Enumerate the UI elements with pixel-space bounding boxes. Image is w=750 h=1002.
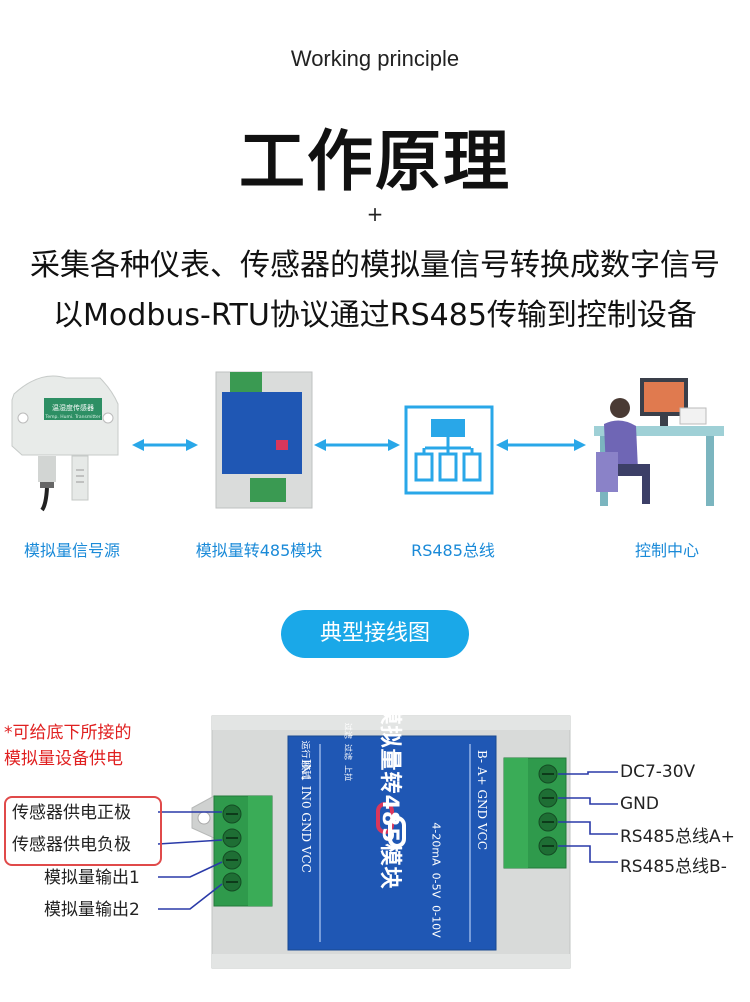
flow-arrow-1 <box>132 439 198 451</box>
label-analog-output-1: 模拟量输出1 <box>44 868 140 888</box>
label-dc-power: DC7-30V <box>620 762 696 782</box>
page-title: 工作原理 <box>239 123 511 200</box>
wiring-diagram <box>157 715 618 969</box>
wiring-diagram-title: 典型接线图 <box>281 610 469 658</box>
bus-icon <box>404 405 494 495</box>
label-gnd: GND <box>620 794 659 814</box>
label-rs485-a: RS485总线A+ <box>620 827 735 847</box>
power-highlight-box <box>4 796 162 866</box>
status-run-label: 运行 <box>299 740 310 759</box>
flow-label-source: 模拟量信号源 <box>23 541 120 560</box>
plus-sign: + <box>366 202 384 226</box>
power-note-line-1: *可给底下所接的 <box>4 723 132 743</box>
description-line-2: 以Modbus-RTU协议通过RS485传输到控制设备 <box>53 298 697 333</box>
range-0-5v: 0-5V <box>429 872 443 899</box>
flow-arrow-2 <box>314 439 400 451</box>
module-icon <box>215 371 313 509</box>
right-pin-labels: B- A+ GND VCC <box>475 750 489 850</box>
flow-label-bus: RS485总线 <box>411 541 495 560</box>
filter-label-1: 过滤 <box>343 722 353 739</box>
flow-arrow-3 <box>496 439 586 451</box>
range-0-10v: 0-10V <box>429 905 443 938</box>
flow-diagram: 温湿度传感器 Temp. Humi. Transmitter <box>11 371 724 512</box>
description-line-1: 采集各种仪表、传感器的模拟量信号转换成数字信号 <box>30 248 720 283</box>
sensor-icon: 温湿度传感器 Temp. Humi. Transmitter <box>11 375 119 512</box>
module-logo-icon <box>376 802 406 848</box>
status-mode-label: 模式 <box>299 761 310 780</box>
sensor-device-subtitle: Temp. Humi. Transmitter <box>44 414 100 420</box>
sensor-device-title: 温湿度传感器 <box>52 403 94 412</box>
filter-label-2: 过滤 <box>343 744 353 760</box>
label-analog-output-2: 模拟量输出2 <box>44 900 140 920</box>
label-rs485-b: RS485总线B- <box>620 857 727 877</box>
flow-label-module: 模拟量转485模块 <box>195 541 323 560</box>
label-sensor-power-positive: 传感器供电正极 <box>12 803 131 823</box>
module-title: 模拟量转485模块 <box>377 702 402 890</box>
control-center-icon <box>594 378 724 506</box>
english-title: Working principle <box>290 46 460 71</box>
power-note-line-2: 模拟量设备供电 <box>4 749 123 769</box>
range-4-20ma: 4-20mA <box>429 822 443 866</box>
label-sensor-power-negative: 传感器供电负极 <box>12 835 131 855</box>
flow-label-control: 控制中心 <box>634 541 699 560</box>
pullup-label: 上拉 <box>343 765 353 782</box>
